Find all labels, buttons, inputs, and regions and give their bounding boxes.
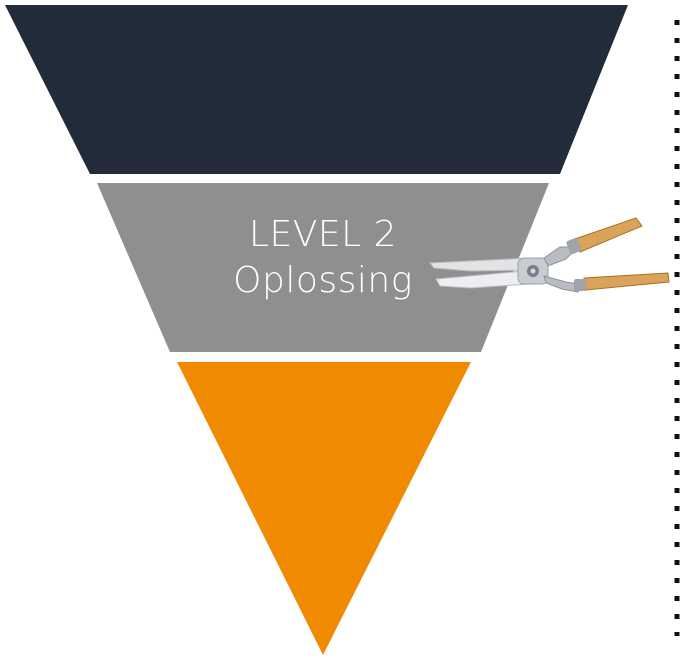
funnel-level-3	[177, 362, 471, 655]
hedge-shears-icon	[428, 217, 670, 293]
level-2-title: LEVEL 2	[248, 214, 398, 255]
funnel-level-1	[5, 5, 628, 174]
funnel-level-2-label: LEVEL 2 Oplossing	[208, 212, 438, 304]
dotted-divider	[674, 20, 680, 636]
funnel-level-2	[97, 183, 549, 352]
level-2-subtitle: Oplossing	[233, 260, 413, 301]
